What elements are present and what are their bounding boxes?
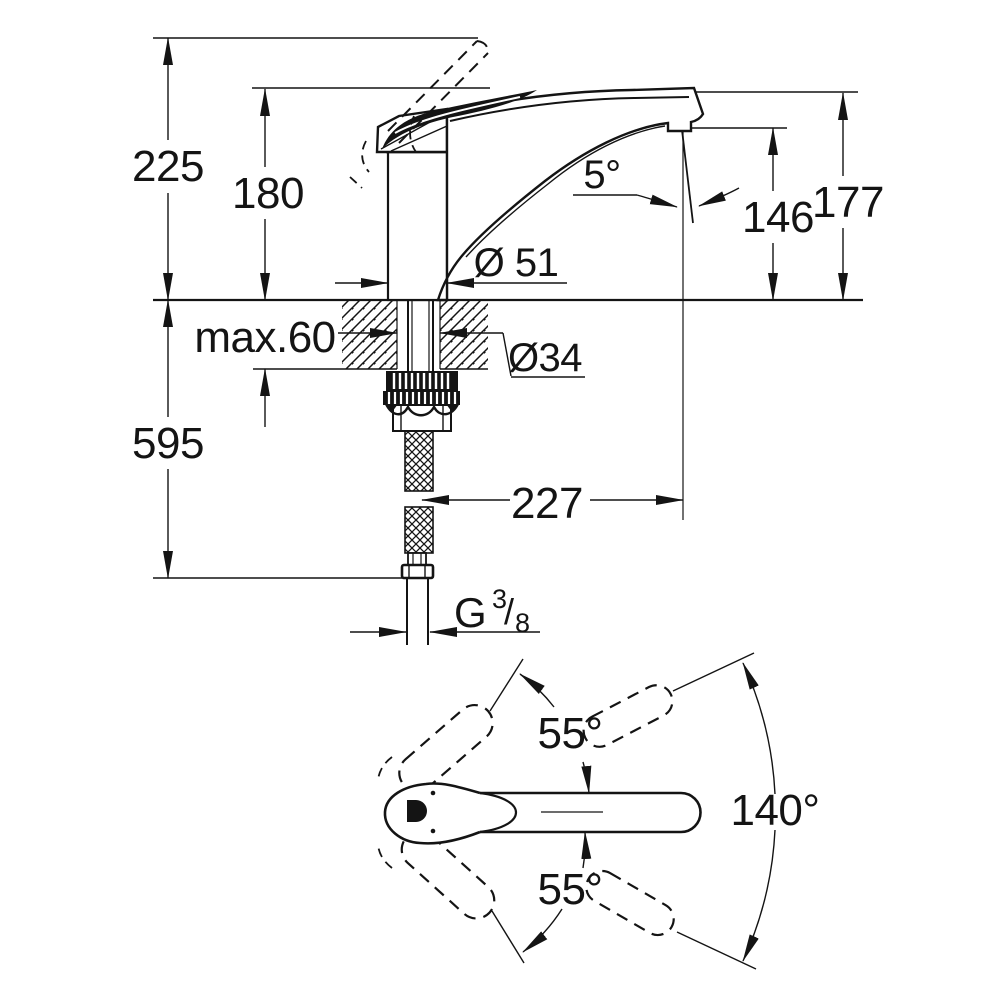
nut-scallop-corners [386,404,458,412]
dim-swivel-range-label: 140° [730,786,819,835]
dimension-lines [163,37,848,637]
nut-scallop-edge [384,403,460,417]
stream-line [681,129,694,224]
spout-capsule [480,791,702,834]
spout-top-inner-line [449,96,690,122]
handle-body-outline [383,782,481,845]
ext-handle-down [491,910,525,964]
swivel-positions-dashed [377,684,675,937]
extension-lines [153,37,863,579]
top-view: 55° 55° 140° [377,652,820,970]
hose-ferrule [407,552,427,566]
dim-spout-height-label: 177 [812,178,884,227]
arc-55-lower-b [522,908,563,953]
connection-tube [406,578,429,645]
faucet-top-view [383,782,702,845]
ext-spout-down [676,931,757,970]
mounting-hardware [383,371,460,645]
arc-140-upper [742,662,776,795]
body-column [386,149,449,302]
thread-letter: G [454,589,486,636]
thread-slash: / [504,591,514,632]
dim-under-counter-label: 595 [132,419,204,468]
side-view: 225 180 5° 146 177 Ø 51 max.60 Ø34 595 2… [132,37,884,645]
nut-lower-teeth [387,392,457,404]
angle-dimensions [489,652,776,970]
handle-junction-arc [479,791,518,834]
faucet-body [349,40,705,371]
bracket-lines [400,405,444,431]
dim-handle-height-label: 180 [232,169,304,218]
arc-140-lower [742,829,776,962]
dim-handle-angle-down-label: 55° [537,865,602,914]
nut-upper-band [386,371,458,391]
spout-down-position [585,869,675,937]
dim-base-diameter-label: Ø 51 [474,241,559,285]
arc-55-lower-a [581,831,592,869]
pivot-dot-bottom [430,828,436,834]
handle-body-fill [384,783,480,844]
shank-inner-lines [411,300,430,371]
mounting-bracket [392,404,452,432]
lever-raised-dashed [349,40,489,189]
dim-5deg-right-arrow [698,187,740,207]
shank-walls [407,300,434,371]
counter-hatch-right [440,301,488,369]
ext-spout-up [672,652,755,692]
hose-lower [404,506,434,554]
pivot-dot-top [430,790,436,796]
thread-denominator: 8 [515,608,530,638]
dim-hole-diameter-label: Ø34 [508,336,582,380]
nut-upper-teeth [392,373,450,389]
dim-stream-angle-label: 5° [583,153,620,197]
thread-numerator: 3 [492,584,507,614]
nut-lower-band [383,391,460,405]
spout-up-position [582,684,674,748]
hose-upper [404,430,434,492]
arc-55-upper-b [581,761,592,794]
dim-5deg-left-arrow [636,194,678,208]
lever-highlight [394,96,521,134]
handle-down-position [400,830,496,920]
dim-outlet-height-label: 146 [742,193,814,242]
dim-overall-height-label: 225 [132,142,204,191]
dim-max-thickness-label: max.60 [194,313,335,362]
dim-spout-reach-label: 227 [511,479,583,528]
thread-size-label: G 3 / 8 [454,584,530,638]
arc-55-upper-a [519,673,555,708]
dim-d34-leader [502,332,585,378]
ext-handle-up [489,658,524,712]
spout [436,86,705,302]
lever-slot [407,800,427,822]
handle-up-position [398,703,494,793]
spout-underside-inner-line [465,125,666,258]
counter-hatch-left [342,301,397,369]
handle-ghost-arc-up [377,756,393,781]
dim-handle-angle-up-label: 55° [537,709,602,758]
hose-hex-nut [400,563,435,580]
handle-ghost-arc-down [377,844,393,869]
lever-handle [382,90,537,149]
